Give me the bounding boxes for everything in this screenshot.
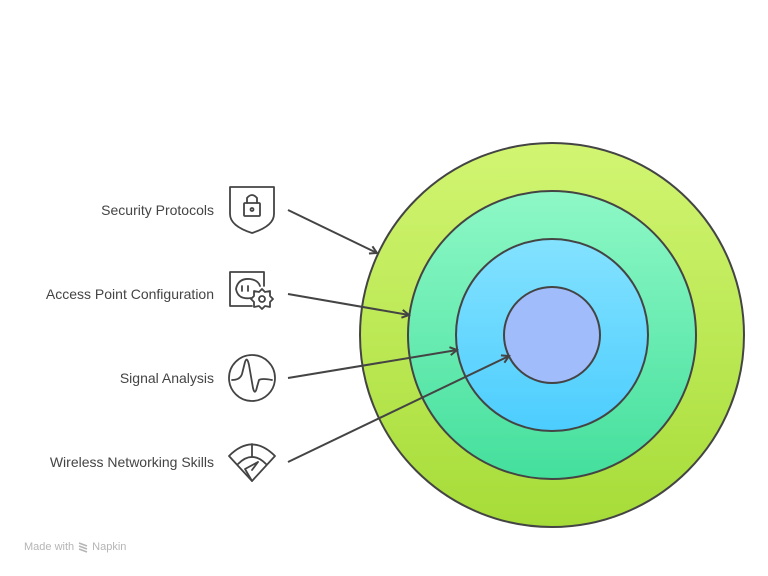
shield-lock-icon — [229, 186, 275, 234]
napkin-logo-icon — [78, 542, 88, 553]
label-access-point-configuration: Access Point Configuration — [45, 286, 214, 302]
watermark-brand: Napkin — [92, 541, 127, 553]
outlet-gear-icon — [229, 271, 274, 310]
label-security-protocols: Security Protocols — [101, 202, 214, 218]
label-wireless-networking-skills: Wireless Networking Skills — [49, 454, 214, 470]
watermark-prefix: Made with — [24, 541, 75, 553]
arrow-security-protocols — [287, 209, 377, 253]
core-wireless-networking-skills — [503, 286, 601, 384]
label-signal-analysis: Signal Analysis — [119, 370, 214, 386]
arrow-access-point-configuration — [287, 293, 409, 315]
arrow-signal-analysis — [287, 350, 457, 379]
watermark: Made with Napkin — [24, 541, 126, 553]
wifi-icon — [228, 443, 276, 482]
waveform-icon — [228, 354, 276, 402]
arrow-wireless-networking-skills — [287, 356, 509, 463]
